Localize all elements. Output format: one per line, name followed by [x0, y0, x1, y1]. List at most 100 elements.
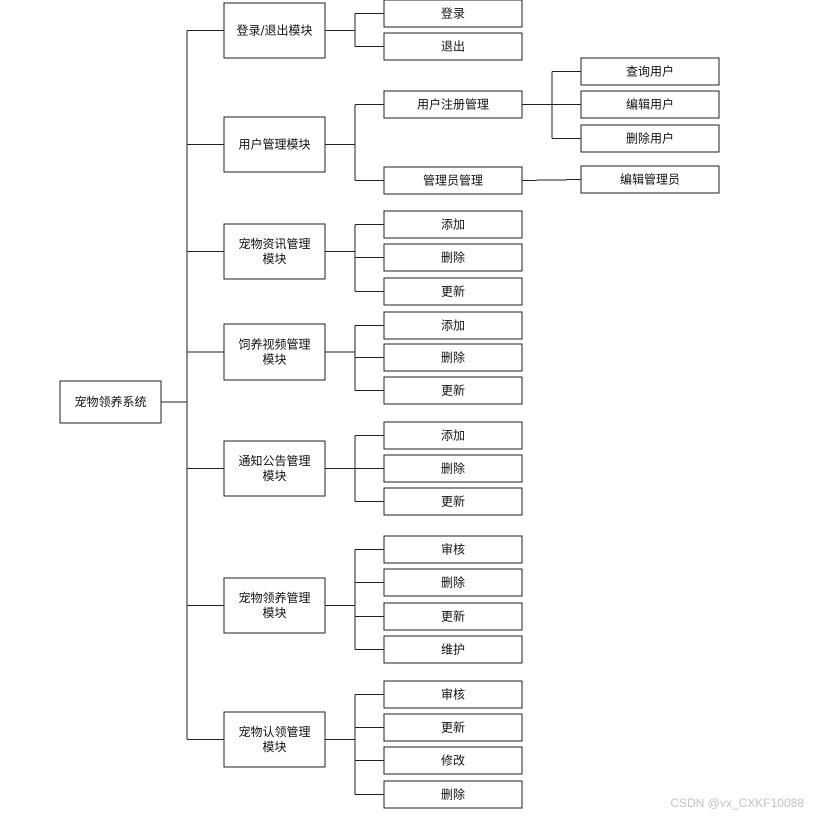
child-node-2-2-label: 管理员管理 — [423, 173, 483, 188]
child-node-4-2-box — [383, 343, 523, 372]
child-node-5-1-label: 添加 — [441, 429, 465, 443]
child-node-6-1-label: 审核 — [441, 542, 465, 557]
child-node-3-3: 更新 — [383, 277, 523, 306]
module-node-4-box — [223, 323, 326, 381]
child-node-5-2: 删除 — [383, 454, 523, 483]
child-node-2-2: 管理员管理 — [383, 166, 523, 195]
module-node-7-label: 宠物认领管理 — [238, 724, 310, 739]
module-node-6-label: 模块 — [262, 606, 286, 620]
child-node-7-3: 修改 — [383, 746, 523, 775]
child-node-6-4-label: 维护 — [441, 643, 465, 657]
module-node-2-box — [223, 116, 326, 173]
child-node-4-3-label: 更新 — [441, 383, 465, 398]
child-node-6-2: 删除 — [383, 568, 523, 597]
module-node-3-box — [223, 223, 326, 280]
watermark: CSDN @vx_CXKF10088 — [670, 796, 804, 810]
child-node-5-1-box — [383, 421, 523, 450]
child-node-7-4: 删除 — [383, 780, 523, 809]
child-node-2-2-box — [383, 166, 523, 195]
child-node-1-2-box — [383, 32, 523, 61]
grandchild-node-1-3-label: 删除用户 — [626, 131, 674, 146]
child-node-7-1-label: 审核 — [441, 687, 465, 702]
module-node-4-label: 饲养视频管理 — [238, 337, 310, 352]
grandchild-node-1-2-box — [580, 90, 720, 119]
child-node-5-2-box — [383, 454, 523, 483]
child-node-3-1-box — [383, 210, 523, 239]
child-node-7-2-label: 更新 — [441, 720, 465, 735]
module-node-6-box — [223, 577, 326, 634]
module-node-1-label: 登录/退出模块 — [236, 23, 312, 38]
module-node-5-box — [223, 440, 326, 497]
child-node-7-2-box — [383, 713, 523, 742]
child-node-7-4-label: 删除 — [441, 787, 465, 802]
child-node-4-1-box — [383, 311, 523, 340]
module-node-5-label: 通知公告管理 — [238, 453, 310, 468]
grandchild-node-1-3-box — [580, 124, 720, 153]
child-node-6-2-box — [383, 568, 523, 597]
grandchild-node-1-1: 查询用户 — [580, 57, 720, 86]
child-node-7-1: 审核 — [383, 680, 523, 709]
child-node-3-2: 删除 — [383, 243, 523, 272]
child-node-3-1: 添加 — [383, 210, 523, 239]
child-node-3-2-label: 删除 — [441, 250, 465, 265]
child-node-1-1-box — [383, 0, 523, 28]
child-node-7-4-box — [383, 780, 523, 809]
grandchild-node-1-3: 删除用户 — [580, 124, 720, 153]
grandchild-node-1-2: 编辑用户 — [580, 90, 720, 119]
child-node-4-2-label: 删除 — [441, 350, 465, 365]
root-node-label: 宠物领养系统 — [74, 394, 146, 409]
child-node-4-3-box — [383, 376, 523, 405]
grandchild-node-1-2-label: 编辑用户 — [626, 97, 674, 112]
module-node-4-label: 模块 — [262, 353, 286, 367]
grandchild-node-2-1-box — [580, 165, 720, 194]
child-node-4-1: 添加 — [383, 311, 523, 340]
child-node-1-1: 登录 — [383, 0, 523, 28]
child-node-5-2-label: 删除 — [441, 461, 465, 476]
child-node-1-1-label: 登录 — [441, 6, 465, 21]
child-node-6-1-box — [383, 535, 523, 564]
module-node-7-box — [223, 711, 326, 768]
child-node-7-3-box — [383, 746, 523, 775]
child-node-1-2: 退出 — [383, 32, 523, 61]
child-node-5-1: 添加 — [383, 421, 523, 450]
child-node-4-2: 删除 — [383, 343, 523, 372]
child-node-4-1-label: 添加 — [441, 319, 465, 333]
module-node-5-label: 模块 — [262, 469, 286, 483]
grandchild-node-1-1-box — [580, 57, 720, 86]
module-node-6-label: 宠物领养管理 — [238, 590, 310, 605]
grandchild-node-2-1-label: 编辑管理员 — [620, 172, 680, 187]
child-node-3-1-label: 添加 — [441, 218, 465, 232]
root-node-box — [59, 380, 162, 424]
child-node-2-1-label: 用户注册管理 — [417, 97, 489, 112]
root-node: 宠物领养系统 — [59, 380, 162, 424]
child-node-5-3: 更新 — [383, 487, 523, 516]
child-node-2-1: 用户注册管理 — [383, 90, 523, 119]
edge-sub-2-leaf-1 — [521, 179, 582, 181]
child-node-2-1-box — [383, 90, 523, 119]
grandchild-node-2-1: 编辑管理员 — [580, 165, 720, 194]
module-node-7-label: 模块 — [262, 740, 286, 754]
child-node-1-2-label: 退出 — [441, 40, 465, 54]
child-node-6-2-label: 删除 — [441, 575, 465, 590]
child-node-5-3-label: 更新 — [441, 494, 465, 509]
module-node-1: 登录/退出模块 — [223, 2, 326, 59]
child-node-7-2: 更新 — [383, 713, 523, 742]
child-node-7-3-label: 修改 — [441, 753, 465, 768]
child-node-3-3-label: 更新 — [441, 284, 465, 299]
child-node-6-1: 审核 — [383, 535, 523, 564]
grandchild-node-1-1-label: 查询用户 — [626, 64, 674, 79]
child-node-6-4-box — [383, 635, 523, 664]
module-node-2-label: 用户管理模块 — [238, 137, 310, 152]
child-node-3-3-box — [383, 277, 523, 306]
child-node-6-4: 维护 — [383, 635, 523, 664]
child-node-4-3: 更新 — [383, 376, 523, 405]
child-node-5-3-box — [383, 487, 523, 516]
child-node-6-3: 更新 — [383, 602, 523, 631]
module-node-2: 用户管理模块 — [223, 116, 326, 173]
